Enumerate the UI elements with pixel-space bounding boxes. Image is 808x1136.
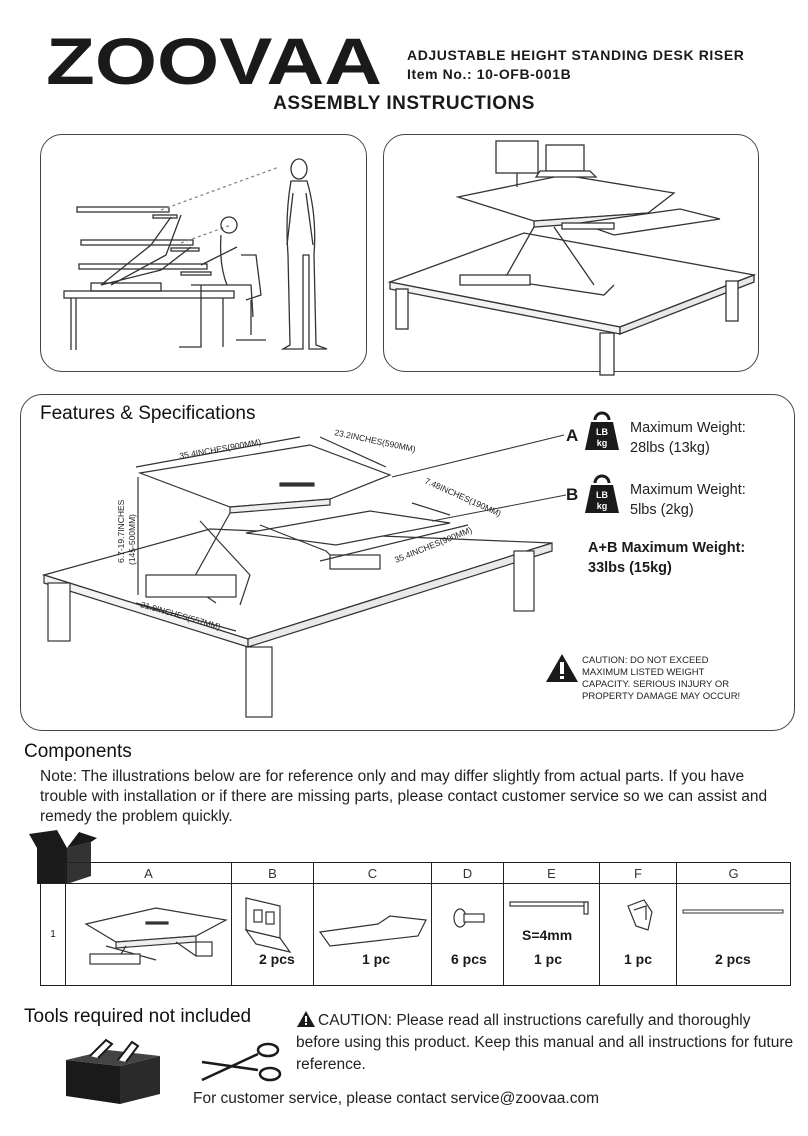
- part-cell-g: 2 pcs: [676, 883, 791, 986]
- hex-key-part-image: [509, 901, 589, 915]
- svg-text:kg: kg: [597, 438, 608, 448]
- platform-b-value: 5lbs (2kg): [630, 502, 694, 518]
- components-table: A B C D E F G 1: [40, 862, 791, 986]
- product-overview-illustration: [387, 140, 757, 376]
- height-illustration: [63, 158, 328, 350]
- platform-a-value: 28lbs (13kg): [630, 440, 710, 456]
- part-cell-d: 6 pcs: [431, 883, 504, 986]
- components-note: Note: The illustrations below are for re…: [40, 768, 768, 825]
- part-cell-e: S=4mm 1 pc: [503, 883, 600, 986]
- dim-height-mm: (145-500MM): [127, 514, 137, 565]
- warning-icon: [546, 654, 578, 682]
- dim-depth: 23.2INCHES(590MM): [334, 427, 417, 454]
- part-quantity: 2 pcs: [259, 951, 295, 967]
- part-cell-c: 1 pc: [313, 883, 432, 986]
- features-title: Features & Specifications: [40, 403, 256, 424]
- keyboard-tray-part-image: [318, 915, 427, 947]
- platform-b-label: Maximum Weight:: [630, 482, 746, 498]
- part-cell-a: [65, 883, 232, 986]
- part-letter: E: [503, 862, 600, 884]
- brand-name: ZOOVAA: [46, 24, 382, 98]
- part-cell-b: 2 pcs: [231, 883, 314, 986]
- dimension-illustration: 35.4INCHES(900MM) 23.2INCHES(590MM) 7.48…: [41, 427, 567, 718]
- part-letter: F: [599, 862, 677, 884]
- product-name: ADJUSTABLE HEIGHT STANDING DESK RISER: [407, 47, 745, 63]
- platform-a-label: Maximum Weight:: [630, 420, 746, 436]
- platform-a-letter: A: [566, 426, 579, 445]
- screw-part-image: [453, 908, 485, 928]
- svg-text:LB: LB: [596, 427, 608, 437]
- part-letter: C: [313, 862, 432, 884]
- customer-service-text: For customer service, please contact ser…: [193, 1090, 599, 1107]
- combined-weight-value: 33lbs (15kg): [588, 560, 672, 576]
- part-quantity: 1 pc: [534, 951, 563, 967]
- platform-b-letter: B: [566, 485, 579, 504]
- weight-caution-text: CAUTION: DO NOT EXCEED MAXIMUM LISTED WE…: [582, 655, 741, 702]
- desk-riser-part-image: [84, 907, 228, 965]
- height-illustration-panel: [40, 134, 367, 372]
- hex-key-size: S=4mm: [522, 927, 573, 943]
- part-quantity: 2 pcs: [715, 951, 751, 967]
- product-overview-panel: [383, 134, 759, 376]
- table-row: 1 2 p: [40, 883, 791, 986]
- row-number: 1: [40, 883, 66, 986]
- zoovaa-logo: ZOOVAA: [46, 24, 382, 98]
- item-number: Item No.: 10-OFB-001B: [407, 66, 572, 82]
- clip-part-image: [627, 899, 653, 931]
- part-quantity: 6 pcs: [451, 951, 487, 967]
- part-cell-f: 1 pc: [599, 883, 677, 986]
- tools-title: Tools required not included: [24, 1006, 252, 1027]
- rod-part-image: [682, 909, 784, 914]
- part-letter: B: [231, 862, 314, 884]
- table-header-row: A B C D E F G: [40, 862, 791, 884]
- combined-weight-label: A+B Maximum Weight:: [588, 540, 746, 556]
- page-title: ASSEMBLY INSTRUCTIONS: [273, 93, 535, 114]
- svg-text:LB: LB: [596, 490, 608, 500]
- part-letter: A: [65, 862, 232, 884]
- weight-icon: LB kg: [585, 474, 619, 513]
- part-letter: D: [431, 862, 504, 884]
- svg-text:kg: kg: [597, 501, 608, 511]
- part-quantity: 1 pc: [362, 951, 391, 967]
- scissors-icon: [201, 1042, 282, 1082]
- part-quantity: 1 pc: [624, 951, 653, 967]
- dim-keyboard-depth: 7.48INCHES(190MM): [423, 476, 503, 519]
- part-letter: G: [676, 862, 791, 884]
- reading-caution: CAUTION: Please read all instructions ca…: [296, 1012, 794, 1073]
- components-title: Components: [24, 741, 132, 762]
- warning-icon: [297, 1011, 315, 1027]
- dim-height: 6.7-19.7INCHES: [116, 499, 126, 563]
- weight-icon: LB kg: [585, 411, 619, 450]
- bracket-part-image: [244, 897, 292, 953]
- toolbox-icon: [66, 1038, 160, 1104]
